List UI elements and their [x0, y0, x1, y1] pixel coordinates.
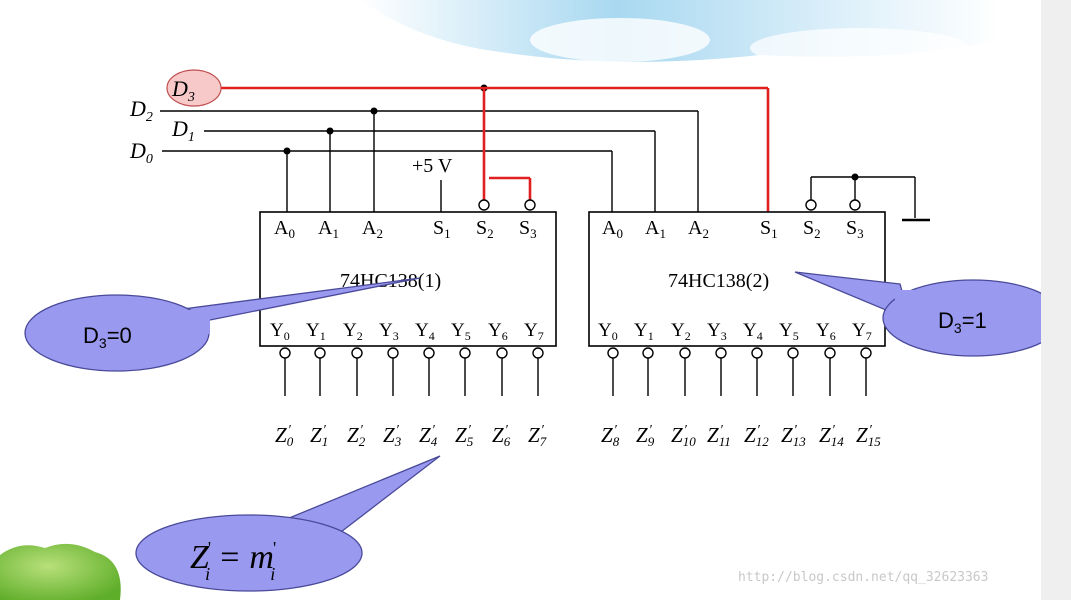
callout-left: D3=0 — [24, 277, 421, 372]
output-z1: Z′1 — [310, 423, 328, 449]
svg-text:D3=0: D3=0 — [83, 323, 132, 351]
d3-input-label: D3 — [171, 76, 195, 105]
tree-decoration — [0, 543, 121, 600]
output-z7: Z′7 — [528, 423, 547, 449]
d1-input-label: D1 — [171, 116, 195, 145]
decoder2-name: 74HC138(2) — [668, 270, 769, 292]
svg-text:Z'i=m'i: Z'i=m'i — [190, 538, 276, 584]
wiring — [160, 110, 930, 396]
output-z14: Z′14 — [819, 423, 844, 449]
output-z0: Z′0 — [275, 423, 294, 449]
output-z6: Z′6 — [492, 423, 511, 449]
output-z9: Z′9 — [636, 423, 655, 449]
output-z11: Z′11 — [707, 423, 731, 449]
vertical-scrollbar[interactable] — [1041, 0, 1071, 600]
junction-dots — [283, 84, 859, 181]
d3-highlight-wire — [220, 86, 770, 212]
output-z12: Z′12 — [744, 423, 769, 449]
output-z3: Z′3 — [383, 423, 402, 449]
output-z10: Z′10 — [671, 423, 696, 449]
sky-banner — [360, 0, 1000, 68]
output-z4: Z′4 — [419, 423, 438, 449]
d3-input-highlight — [166, 69, 222, 107]
output-z5: Z′5 — [455, 423, 474, 449]
d0-input-label: D0 — [129, 138, 153, 167]
inversion-bubbles — [279, 199, 872, 359]
output-z15: Z′15 — [856, 423, 881, 449]
output-z8: Z′8 — [601, 423, 620, 449]
output-z13: Z′13 — [781, 423, 806, 449]
output-z2: Z′2 — [347, 423, 366, 449]
vcc-label: +5 V — [412, 155, 453, 177]
callout-bottom: Z'i=m'i — [135, 455, 441, 592]
svg-text:D3=1: D3=1 — [938, 308, 987, 336]
d2-input-label: D2 — [129, 96, 153, 125]
watermark-url: http://blog.csdn.net/qq_32623363 — [738, 570, 989, 585]
